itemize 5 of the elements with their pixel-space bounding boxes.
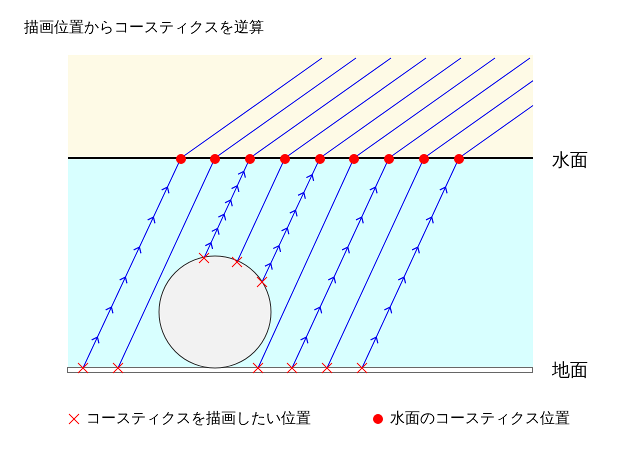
legend-text: コースティクスを描画したい位置 — [86, 409, 311, 428]
diagram-title: 描画位置からコースティクスを逆算 — [24, 18, 264, 37]
legend-text: 水面のコースティクス位置 — [390, 409, 570, 428]
surface-label: 水面 — [552, 149, 588, 172]
surface-label: 地面 — [552, 359, 588, 382]
